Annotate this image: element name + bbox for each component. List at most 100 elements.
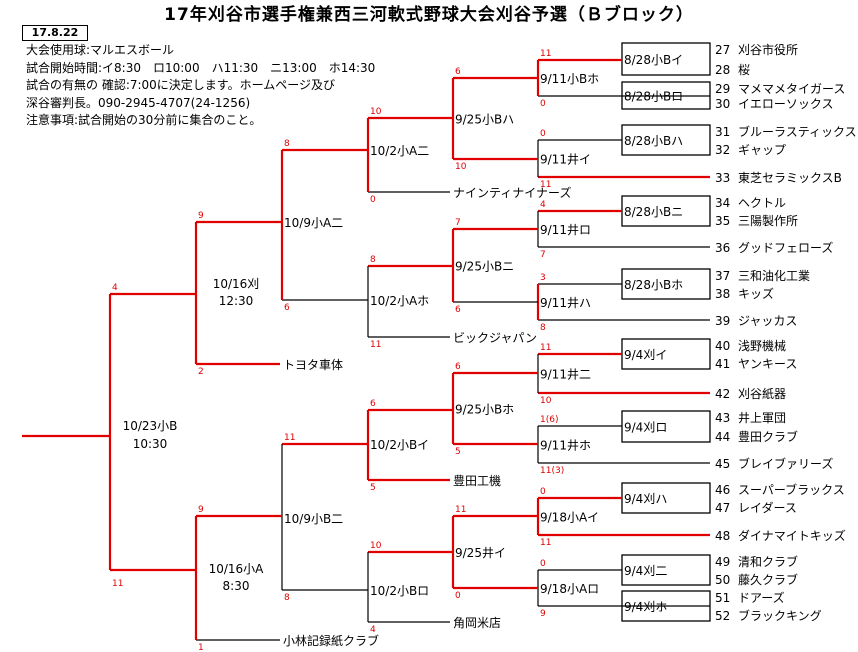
team-number: 41 [715, 357, 730, 371]
second-round-match-label: 9/18小Aイ [540, 511, 599, 525]
first-round-match-label: 9/4刈イ [624, 348, 667, 362]
first-round-match-label: 9/4刈二 [624, 564, 667, 578]
team-number: 51 [715, 591, 730, 605]
fifth-round-match-label: 10/9小B二 [284, 512, 343, 526]
score-label: 8 [284, 139, 290, 149]
fourth-round-match-label: 10/2小Bロ [370, 584, 429, 598]
seeded-team-name: 小林記録紙クラブ [283, 633, 379, 648]
team-number: 33 [715, 171, 730, 185]
team-number: 50 [715, 573, 730, 587]
third-round-match-label: 9/25小Bホ [455, 403, 514, 417]
note-start-times: 試合開始時間:イ8:30 ロ10:00 ハ11:30 ニ13:00 ホ14:30 [26, 60, 376, 75]
score-label: 6 [455, 362, 461, 372]
team-number: 44 [715, 430, 730, 444]
score-label: 4 [112, 283, 118, 293]
semifinal-time-label: 8:30 [223, 579, 250, 593]
note-ball: 大会使用球:マルエスボール [26, 43, 175, 57]
third-round-match-label: 9/25小Bハ [455, 113, 514, 127]
team-number: 42 [715, 387, 730, 401]
score-label: 10 [370, 541, 382, 551]
semifinal-date-label: 10/16小A [209, 562, 265, 576]
team-number: 30 [715, 97, 730, 111]
score-label: 9 [198, 211, 204, 221]
team-number: 29 [715, 82, 730, 96]
first-round-match-label: 9/4刈ホ [624, 600, 667, 614]
team-name: 刈谷紙器 [738, 386, 786, 401]
score-label: 11 [540, 538, 551, 548]
team-name: キッズ [738, 286, 774, 301]
team-name: 三和油化工業 [738, 269, 810, 283]
team-name: ブラックキング [738, 608, 822, 623]
third-round-match-label: 9/25井イ [455, 546, 506, 560]
team-name: 井上軍団 [738, 411, 786, 425]
score-label: 11 [540, 343, 551, 353]
score-label: 2 [198, 367, 204, 377]
score-label: 0 [370, 195, 376, 205]
seeded-team-name: 角岡米店 [453, 616, 501, 630]
score-label: 0 [540, 487, 546, 497]
second-round-match-label: 9/11井イ [540, 153, 591, 167]
score-label: 5 [370, 483, 376, 493]
first-round-match-label: 8/28小Bハ [624, 134, 683, 148]
score-label: 8 [370, 255, 376, 265]
seeded-team-name: トヨタ車体 [283, 358, 343, 372]
score-label: 1(6) [540, 415, 558, 425]
team-name: 三陽製作所 [738, 214, 798, 228]
score-label: 0 [540, 99, 546, 109]
score-label: 6 [284, 303, 290, 313]
first-round-match-label: 8/28小Bイ [624, 53, 683, 67]
second-round-match-label: 9/11井ホ [540, 439, 591, 453]
score-label: 10 [455, 162, 467, 172]
final-date-label: 10/23小B [123, 419, 178, 433]
team-name: 浅野機械 [738, 338, 786, 353]
team-name: 桜 [738, 63, 750, 77]
team-name: グッドフェローズ [738, 240, 833, 255]
team-name: ヘクトル [738, 196, 786, 210]
second-round-match-label: 9/11小Bホ [540, 72, 599, 86]
score-label: 0 [455, 591, 461, 601]
score-label: 3 [540, 273, 546, 283]
score-label: 5 [455, 447, 461, 457]
score-label: 7 [455, 218, 461, 228]
seeded-team-name: 豊田工機 [453, 473, 501, 488]
semifinal-date-label: 10/16刈 [213, 277, 260, 291]
team-name: ブルーラスティックス [738, 124, 857, 139]
team-number: 35 [715, 214, 730, 228]
score-label: 7 [540, 250, 546, 260]
score-label: 0 [540, 129, 546, 139]
third-round-match-label: 9/25小Bニ [455, 260, 514, 274]
second-round-match-label: 9/18小Aロ [540, 582, 599, 596]
score-label: 6 [455, 305, 461, 315]
team-number: 28 [715, 63, 730, 77]
team-name: マメマメタイガース [738, 82, 845, 96]
seeded-team-name: ナインティナイナーズ [453, 185, 571, 200]
team-number: 48 [715, 529, 730, 543]
score-label: 4 [370, 625, 376, 635]
first-round-match-label: 9/4刈ハ [624, 492, 667, 506]
team-number: 45 [715, 457, 730, 471]
first-round-match-label: 8/28小Bニ [624, 205, 683, 219]
team-number: 34 [715, 196, 730, 210]
team-number: 47 [715, 501, 730, 515]
team-name: 刈谷市役所 [738, 42, 798, 57]
second-round-match-label: 9/11井ロ [540, 223, 591, 237]
final-time-label: 10:30 [133, 437, 168, 451]
team-number: 27 [715, 43, 730, 57]
team-name: 藤久クラブ [738, 572, 798, 587]
team-name: スーパーブラックス [738, 482, 845, 497]
team-name: ギャップ [738, 143, 786, 157]
team-name: 豊田クラブ [738, 429, 798, 444]
team-number: 37 [715, 269, 730, 283]
score-label: 4 [540, 200, 546, 210]
team-number: 32 [715, 143, 730, 157]
score-label: 1 [198, 643, 204, 652]
semifinal-time-label: 12:30 [219, 294, 254, 308]
note-caution: 注意事項:試合開始の30分前に集合のこと。 [26, 113, 262, 127]
team-name: ヤンキース [738, 357, 797, 371]
tournament-notes: 大会使用球:マルエスボール 試合開始時間:イ8:30 ロ10:00 ハ11:30… [26, 42, 375, 130]
team-name: ドアーズ [738, 590, 785, 605]
fourth-round-match-label: 10/2小Aホ [370, 294, 429, 308]
second-round-match-label: 9/11井ハ [540, 296, 591, 310]
team-number: 49 [715, 555, 730, 569]
page-title: 17年刈谷市選手権兼西三河軟式野球大会刈谷予選（Ｂブロック） [164, 5, 694, 25]
